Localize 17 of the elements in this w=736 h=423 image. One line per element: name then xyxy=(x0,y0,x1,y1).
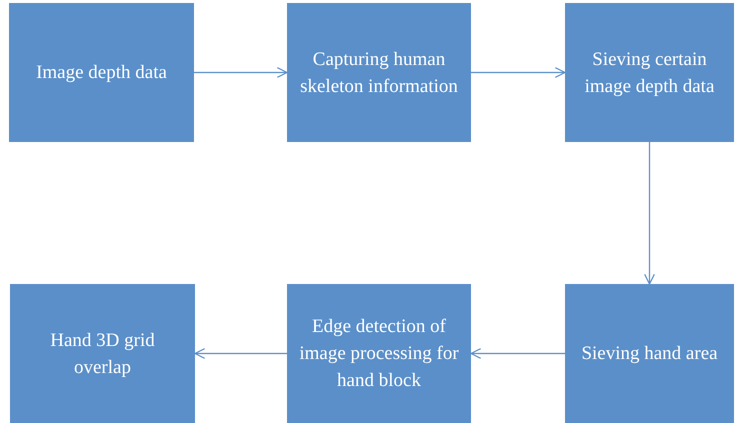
arrow xyxy=(644,142,656,285)
box-label: Sieving certain image depth data xyxy=(584,48,716,98)
process-box xyxy=(10,284,195,423)
process-box xyxy=(287,284,471,423)
arrow xyxy=(470,348,565,360)
box-label: Hand 3D grid overlap xyxy=(49,328,156,380)
arrow xyxy=(194,348,287,360)
process-box xyxy=(565,3,734,142)
box-label: Edge detection of image processing for hand block xyxy=(299,315,459,393)
box-label: Capturing human skeleton information xyxy=(299,48,459,98)
arrow xyxy=(471,66,566,78)
box-label: Image depth data xyxy=(36,61,167,85)
arrow xyxy=(194,66,288,78)
process-box xyxy=(565,284,734,423)
process-box xyxy=(9,3,194,142)
process-box xyxy=(287,3,471,142)
box-label: Sieving hand area xyxy=(581,342,718,366)
